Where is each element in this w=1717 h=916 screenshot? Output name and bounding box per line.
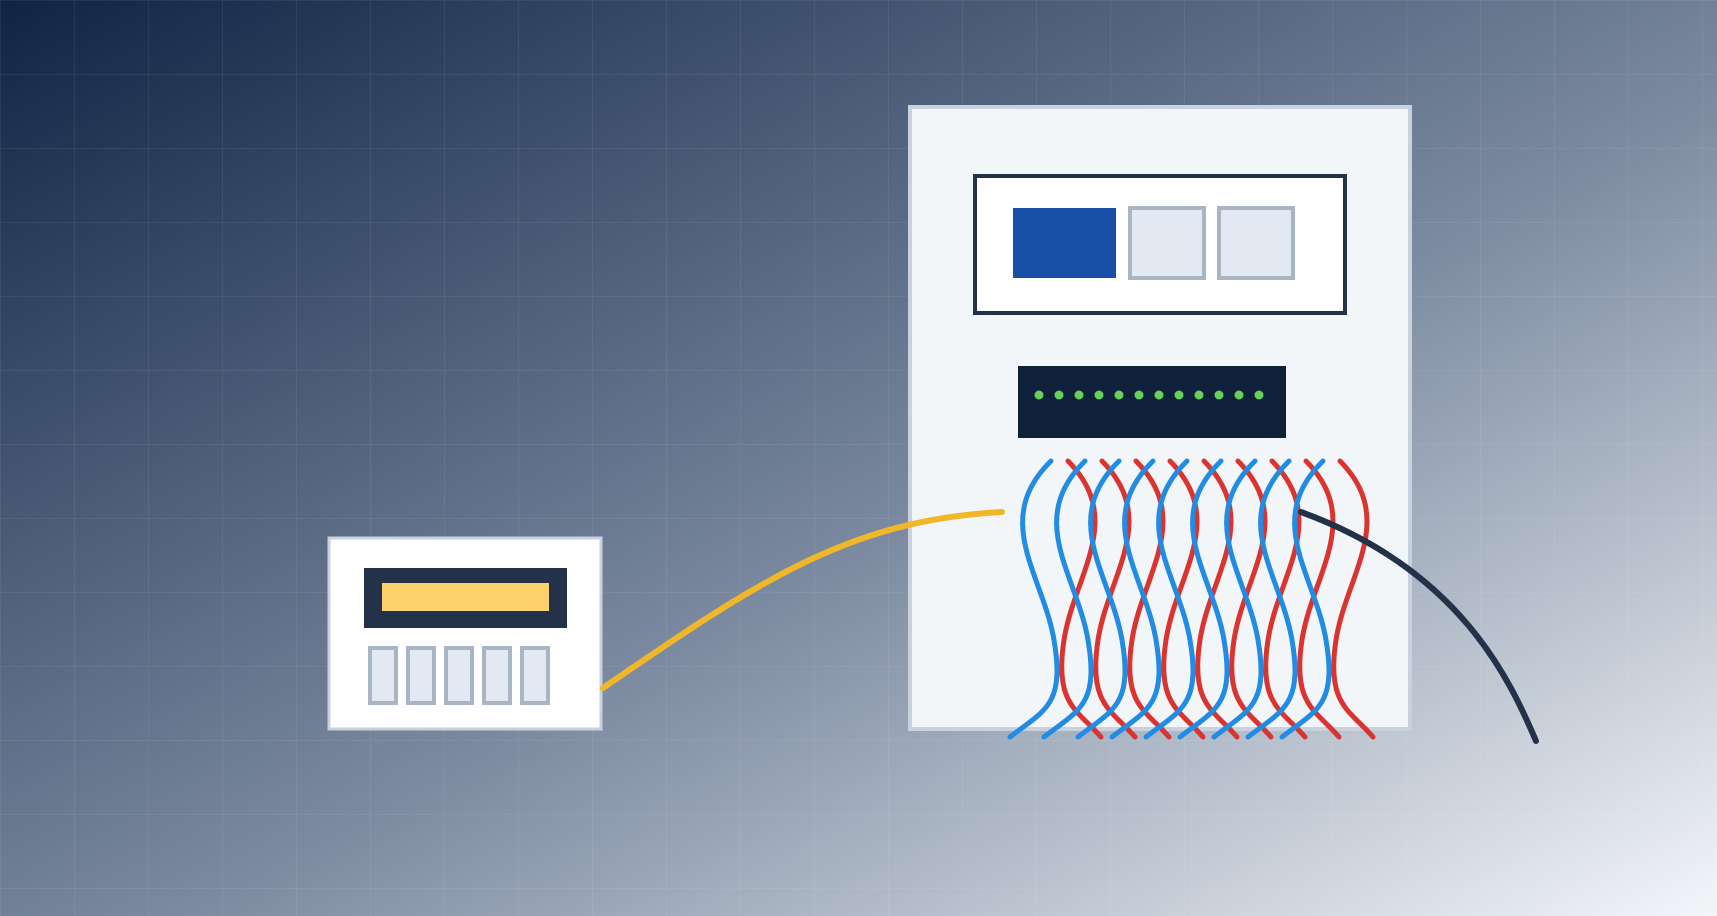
status-led [1234, 390, 1244, 400]
led-bar [1018, 366, 1286, 438]
switch-port [444, 646, 474, 705]
active-indicator [1013, 208, 1116, 278]
blue-cable [1109, 458, 1162, 740]
status-led [1174, 390, 1184, 400]
status-led [1114, 390, 1124, 400]
switch-port [406, 646, 436, 705]
status-led [1034, 390, 1044, 400]
blue-cable [1075, 458, 1128, 740]
status-led [1214, 390, 1224, 400]
red-cable [1331, 458, 1376, 740]
status-led [1154, 390, 1164, 400]
status-led [1054, 390, 1064, 400]
switch-yellow-bar [382, 583, 549, 611]
server-rack-icon [908, 105, 1412, 740]
blue-cable [1279, 458, 1332, 740]
blue-cable [1177, 458, 1230, 740]
network-switch-icon [327, 536, 603, 731]
status-led [1094, 390, 1104, 400]
switch-ports [368, 646, 550, 705]
inactive-indicator [1128, 206, 1206, 280]
switch-port [368, 646, 398, 705]
inactive-indicator [1217, 206, 1295, 280]
blue-cable [1007, 458, 1060, 740]
rack-indicators [1013, 206, 1295, 280]
blue-cable [1245, 458, 1298, 740]
switch-port [482, 646, 512, 705]
dark-link-cable [1298, 509, 1539, 744]
blue-cable [1211, 458, 1264, 740]
blue-cable [1041, 458, 1094, 740]
cable-bundle [1007, 458, 1376, 740]
yellow-link-cable [600, 509, 1005, 691]
status-led-icon [1034, 390, 1264, 400]
status-led [1254, 390, 1264, 400]
status-led [1134, 390, 1144, 400]
blue-cable [1143, 458, 1196, 740]
status-led [1194, 390, 1204, 400]
switch-port [520, 646, 550, 705]
status-led [1074, 390, 1084, 400]
red-cable [1297, 458, 1342, 740]
